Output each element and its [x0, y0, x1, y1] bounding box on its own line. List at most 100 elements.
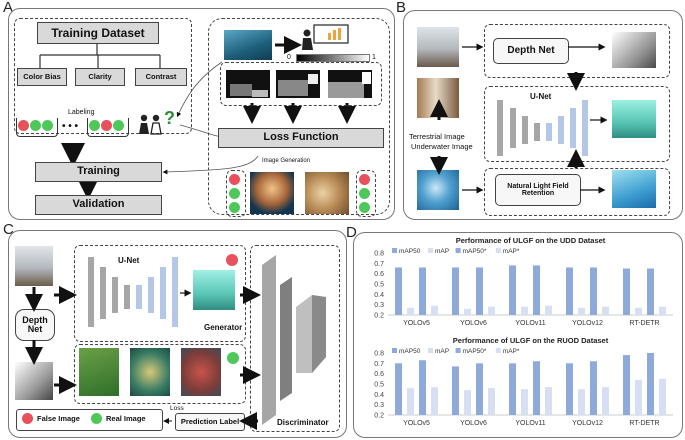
- x-tick-label: YOLOv6: [460, 420, 487, 427]
- y-tick-label: 0.5: [374, 382, 384, 389]
- legend-label: mAP*: [503, 248, 520, 255]
- green-dot: [91, 413, 102, 424]
- legend-label: mAP: [435, 348, 449, 355]
- panel-c-letter: C: [3, 221, 14, 238]
- bar-map: [464, 308, 471, 315]
- y-tick-label: 0.8: [374, 251, 384, 258]
- loss-function-box: Loss Function: [218, 128, 384, 148]
- gradient-scale-bar: [296, 54, 370, 62]
- bar-map50: [509, 265, 516, 315]
- unet-bars-c: [88, 257, 178, 327]
- dataset-branch-lines: [39, 43, 161, 68]
- bar-map50-star: [476, 363, 483, 415]
- x-tick-label: YOLOv6: [460, 320, 487, 327]
- bar-map50: [395, 363, 402, 415]
- panel-c-graphics: [25, 255, 326, 430]
- bar-map: [635, 307, 642, 315]
- false-image-label: False Image: [37, 414, 80, 423]
- legend-label: mAP50: [399, 348, 421, 355]
- legend-label: mAP50*: [463, 348, 487, 355]
- bar-map-star: [545, 305, 552, 315]
- seaweed-photo: [79, 348, 119, 396]
- x-tick-label: YOLOv11: [515, 320, 545, 327]
- bar-map50-star: [590, 361, 597, 415]
- coral-photo: [305, 172, 349, 214]
- jellyfish-photo: [250, 172, 294, 214]
- generated-right-dots: [356, 170, 376, 217]
- fish-photo: [130, 348, 170, 396]
- y-tick-label: 0.8: [374, 351, 384, 358]
- legend-label: mAP*: [503, 348, 520, 355]
- generator-label: Generator: [204, 323, 243, 332]
- y-tick-label: 0.2: [374, 413, 384, 420]
- labeling-text: Labeling: [68, 109, 95, 116]
- bar-map50: [452, 267, 459, 315]
- discriminator-label: Discriminator: [277, 418, 329, 427]
- x-tick-label: YOLOv12: [572, 420, 603, 427]
- diver-photo: [417, 170, 459, 210]
- coral-reef-photo: [181, 348, 221, 396]
- bar-map: [521, 389, 528, 415]
- green-dot: [30, 120, 41, 131]
- legend-label: mAP: [435, 248, 449, 255]
- red-dot: [18, 120, 29, 131]
- x-tick-label: YOLOv11: [515, 420, 545, 427]
- label-group-1: [16, 118, 58, 137]
- training-box: Training: [35, 162, 162, 182]
- y-tick-label: 0.7: [374, 261, 384, 268]
- green-dot: [227, 352, 239, 364]
- bar-map50-star: [590, 267, 597, 315]
- scale-min: 0: [287, 54, 291, 61]
- legend-swatch: [428, 248, 433, 253]
- panel-d-letter: D: [346, 224, 357, 241]
- bar-map-star: [545, 387, 552, 415]
- panel-a-right-group: [208, 18, 390, 215]
- y-tick-label: 0.5: [374, 282, 384, 289]
- green-dot: [359, 202, 370, 213]
- bar-map: [464, 390, 471, 415]
- bar-map-star: [659, 378, 666, 415]
- image-generation-text: Image Generation: [262, 158, 311, 164]
- red-dot: [229, 174, 240, 185]
- bar-map: [578, 307, 585, 315]
- label-contrast: Contrast: [135, 68, 187, 86]
- bar-map-star: [488, 306, 495, 315]
- red-dot: [359, 174, 370, 185]
- bar-map-star: [488, 388, 495, 415]
- bar-map50: [623, 268, 630, 315]
- legend-label: mAP50*: [463, 248, 487, 255]
- bar-map-star: [659, 306, 666, 315]
- green-dot: [229, 188, 240, 199]
- bar-map50-star: [419, 360, 426, 415]
- legend-swatch: [495, 348, 501, 353]
- terrestrial-photo: [417, 27, 459, 67]
- bar-map50-star: [533, 265, 540, 315]
- label-clarity: Clarity: [75, 68, 125, 86]
- y-tick-label: 0.4: [374, 392, 384, 399]
- bar-map-star: [431, 305, 438, 315]
- ellipsis: • • •: [62, 121, 79, 132]
- depth-net-box: Depth Net: [493, 38, 569, 64]
- chart-title: Performance of ULGF on the RUOD Dataset: [453, 336, 609, 345]
- underwater-label: Underwater Image: [411, 142, 473, 151]
- x-tick-label: YOLOv5: [403, 420, 430, 427]
- question-icon: ?: [164, 108, 175, 128]
- validation-box: Validation: [35, 195, 162, 215]
- bar-map50: [566, 363, 573, 415]
- y-tick-label: 0.6: [374, 371, 384, 378]
- legend-swatch: [455, 348, 461, 353]
- bar-map: [521, 306, 528, 315]
- bar-map: [407, 307, 414, 315]
- green-dot: [113, 120, 124, 131]
- light-field-image: [612, 170, 656, 208]
- y-tick-label: 0.7: [374, 361, 384, 368]
- y-tick-label: 0.2: [374, 313, 384, 320]
- bar-map50-star: [533, 361, 540, 415]
- red-dot: [22, 413, 33, 424]
- x-tick-label: RT-DETR: [629, 320, 659, 327]
- bar-map: [578, 389, 585, 415]
- green-dot: [359, 188, 370, 199]
- legend-label: mAP50: [399, 248, 421, 255]
- ruod-chart: Performance of ULGF on the RUOD Dataset 0…: [374, 336, 673, 427]
- x-tick-label: YOLOv5: [403, 320, 430, 327]
